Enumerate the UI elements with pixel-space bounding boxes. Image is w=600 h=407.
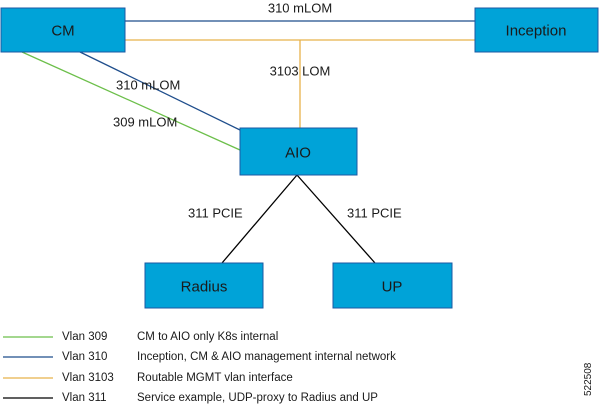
label-cm-aio-309: 309 mLOM [113,115,177,130]
link-cm-aio-310 [79,51,241,131]
label-cm-inception: 310 mLOM [268,1,332,16]
legend-vlan-309: Vlan 309 [62,331,107,343]
label-cm-aio-310: 310 mLOM [116,78,180,93]
node-aio-label: AIO [285,145,311,162]
legend-item-3103: Vlan 3103 Routable MGMT vlan interface [3,372,293,384]
link-aio-radius [221,174,298,264]
node-up-label: UP [382,279,403,296]
link-aio-up [296,174,376,264]
label-3103-lom: 3103 LOM [270,64,331,79]
node-cm-label: CM [51,23,74,40]
legend-item-311: Vlan 311 Service example, UDP-proxy to R… [3,392,378,404]
node-radius: Radius [144,262,264,309]
legend-vlan-3103: Vlan 3103 [62,372,114,384]
legend-desc-3103: Routable MGMT vlan interface [137,372,293,384]
node-aio: AIO [239,127,358,176]
legend: Vlan 309 CM to AIO only K8s internal Vla… [3,331,396,404]
figure-id: 522508 [583,362,594,396]
legend-item-309: Vlan 309 CM to AIO only K8s internal [3,331,278,343]
label-aio-up: 311 PCIE [347,206,402,221]
legend-desc-311: Service example, UDP-proxy to Radius and… [137,392,378,404]
legend-vlan-311: Vlan 311 [62,392,107,404]
node-up: UP [332,262,453,309]
node-radius-label: Radius [181,279,228,296]
node-cm: CM [0,7,126,53]
legend-desc-310: Inception, CM & AIO management internal … [137,351,396,363]
legend-item-310: Vlan 310 Inception, CM & AIO management … [3,351,396,363]
node-inception-label: Inception [506,23,567,40]
node-inception: Inception [474,7,599,53]
label-aio-radius: 311 PCIE [188,206,243,221]
legend-vlan-310: Vlan 310 [62,351,107,363]
legend-desc-309: CM to AIO only K8s internal [137,331,278,343]
link-cm-aio-309 [21,51,241,151]
